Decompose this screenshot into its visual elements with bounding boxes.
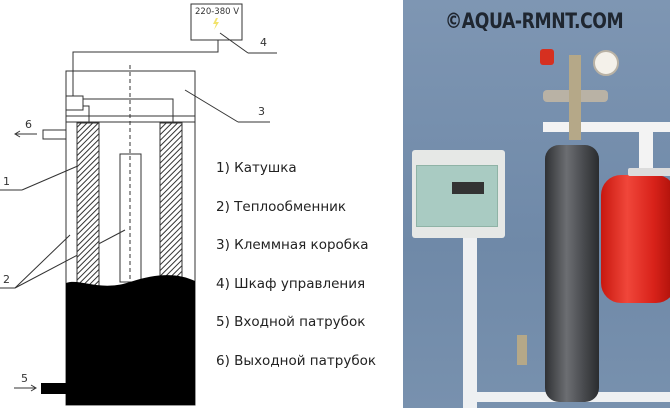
control-box-display xyxy=(452,182,484,194)
legend-item: 4) Шкаф управления xyxy=(216,275,366,292)
legend-item: 5) Входной патрубок xyxy=(216,314,366,330)
expansion-tank-flange xyxy=(628,168,670,176)
control-box xyxy=(412,150,505,238)
callout-4: 4 xyxy=(260,36,267,49)
leader-2a xyxy=(14,234,71,289)
control-box-window xyxy=(416,165,498,227)
callout-6: 6 xyxy=(25,118,32,131)
safety-group-stem xyxy=(569,55,581,140)
expansion-tank xyxy=(601,175,670,303)
callout-2: 2 xyxy=(3,273,10,286)
tank-connector-pipe xyxy=(639,130,653,170)
coil-right xyxy=(159,122,183,282)
boiler-photo: ©AQUA-RMNT.COM xyxy=(403,0,670,408)
pressure-gauge xyxy=(593,50,619,76)
leader-3 xyxy=(184,89,239,123)
callout-1: 1 xyxy=(3,175,10,188)
boiler-schematic: 220-380 V 1 2 3 4 5 6 xyxy=(0,3,277,408)
leader-1 xyxy=(21,164,81,191)
legend: 1) Катушка 2) Теплообменник 3) Клеммная … xyxy=(216,160,376,391)
legend-item: 1) Катушка xyxy=(216,160,297,176)
water-fill xyxy=(66,275,195,405)
leader-4 xyxy=(219,32,249,54)
outlet-pipe-photo xyxy=(543,122,670,132)
outlet-pipe xyxy=(42,129,67,140)
inlet-pipe xyxy=(41,383,66,394)
safety-valve xyxy=(540,49,554,65)
leader-2b xyxy=(14,229,126,289)
watermark: ©AQUA-RMNT.COM xyxy=(445,9,624,33)
callout-5: 5 xyxy=(21,372,28,385)
callout-3: 3 xyxy=(258,105,265,118)
terminal-box xyxy=(65,95,84,111)
boiler-cylinder xyxy=(545,145,599,402)
coil-left xyxy=(76,122,100,289)
inlet-valve xyxy=(517,335,527,365)
legend-item: 2) Теплообменник xyxy=(216,198,347,215)
legend-item: 6) Выходной патрубок xyxy=(216,352,377,369)
control-cabinet xyxy=(190,3,243,41)
pipe-frame xyxy=(463,238,477,408)
voltage-label: 220-380 V xyxy=(195,7,239,17)
legend-item: 3) Клеммная коробка xyxy=(216,237,369,253)
power-wire xyxy=(72,40,219,96)
lightning-icon xyxy=(213,18,219,30)
